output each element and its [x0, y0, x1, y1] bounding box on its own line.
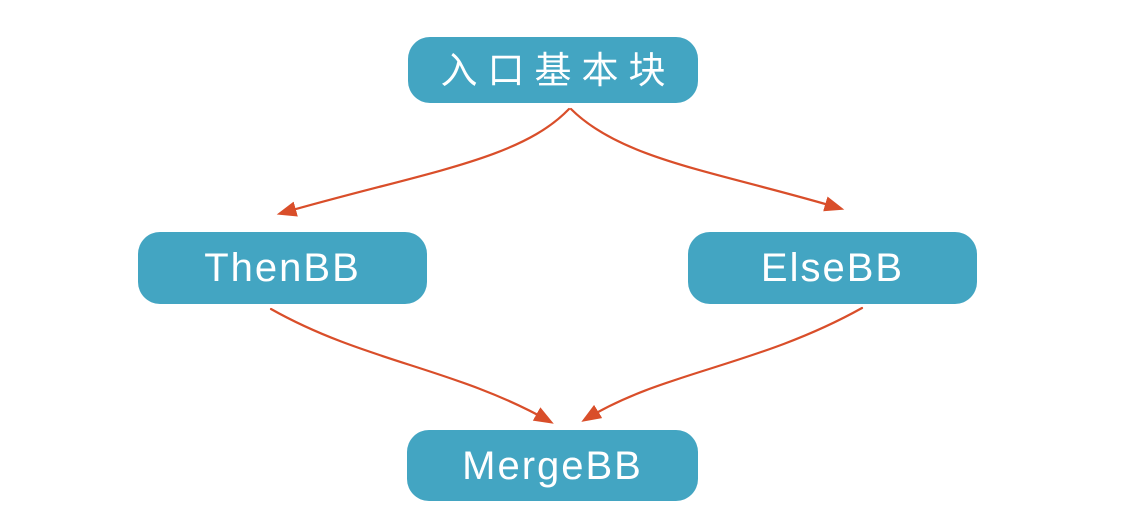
node-entry-basic-block: 入口基本块 [408, 37, 698, 103]
node-else-label: ElseBB [760, 246, 905, 290]
edge-else-to-merge [581, 306, 864, 422]
node-then-bb: ThenBB [138, 232, 427, 304]
node-merge-label: MergeBB [462, 443, 643, 488]
node-else-bb: ElseBB [688, 232, 977, 304]
edge-then-to-merge [269, 307, 554, 424]
node-merge-bb: MergeBB [407, 430, 698, 501]
node-then-label: ThenBB [204, 246, 361, 290]
edge-entry-to-else [569, 107, 845, 212]
node-entry-label: 入口基本块 [440, 49, 676, 91]
edge-entry-to-then [276, 107, 571, 217]
